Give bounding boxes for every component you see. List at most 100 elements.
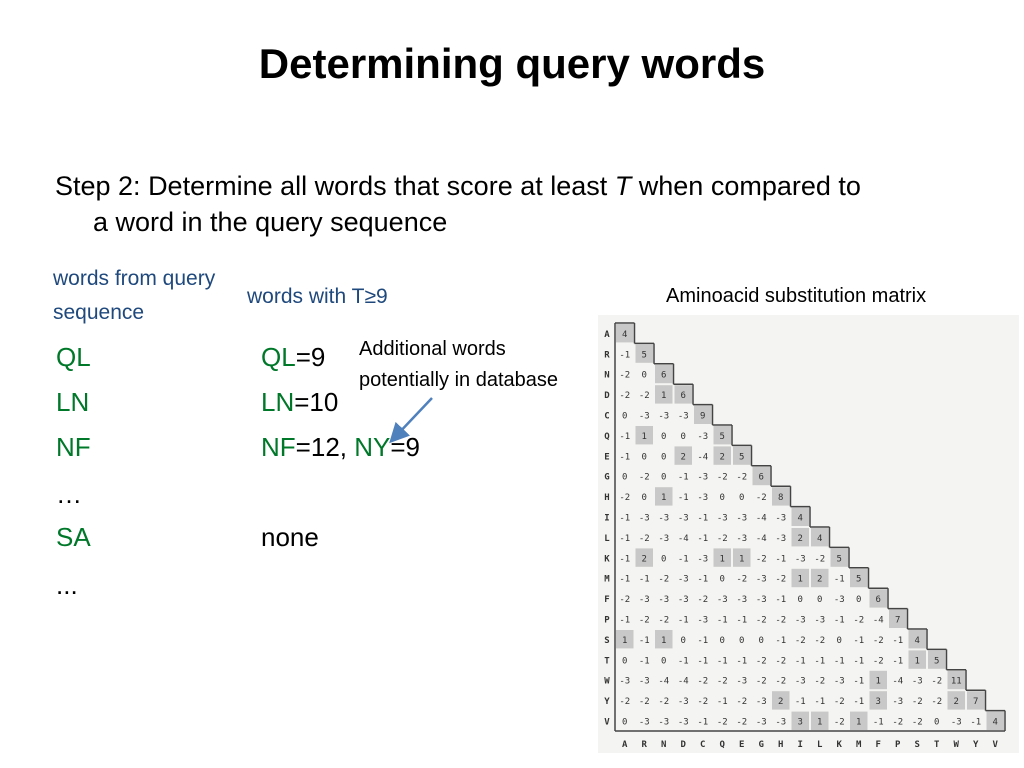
- matrix-cell-value: -2: [639, 615, 650, 625]
- matrix-cell-value: -1: [619, 432, 630, 442]
- matrix-cell-value: 3: [876, 697, 881, 707]
- matrix-cell-value: -1: [892, 656, 903, 666]
- matrix-positive-cell: [713, 446, 731, 465]
- matrix-row-label: K: [604, 554, 610, 564]
- matrix-positive-cell: [791, 711, 809, 730]
- matrix-cell-value: 0: [622, 656, 627, 666]
- matrix-col-label: K: [837, 740, 843, 750]
- matrix-cell-value: -2: [756, 615, 767, 625]
- matrix-cell-value: -3: [736, 513, 747, 523]
- matrix-cell-value: 5: [837, 554, 842, 564]
- matrix-positive-cell: [889, 609, 907, 628]
- matrix-cell-value: 4: [622, 330, 627, 340]
- matrix-positive-cell: [752, 466, 770, 486]
- matrix-positive-cell: [791, 507, 809, 526]
- matrix-cell-value: 0: [739, 636, 744, 646]
- matrix-positive-cell: [791, 568, 809, 588]
- matrix-cell-value: -2: [697, 677, 708, 687]
- matrix-row-label: E: [604, 452, 609, 462]
- matrix-cell-value: -1: [619, 350, 630, 360]
- matrix-cell-value: 0: [661, 432, 666, 442]
- matrix-row-label: I: [604, 513, 609, 523]
- matrix-cell-value: -1: [639, 656, 650, 666]
- matrix-cell-value: -4: [756, 513, 767, 523]
- matrix-cell-value: -3: [678, 513, 689, 523]
- matrix-cell-value: -2: [619, 697, 630, 707]
- matrix-cell-value: -2: [912, 697, 923, 707]
- matrix-cell-value: -3: [912, 677, 923, 687]
- matrix-cell-value: 6: [759, 473, 764, 483]
- matrix-cell-value: -2: [931, 677, 942, 687]
- matrix-cell-value: -1: [678, 473, 689, 483]
- matrix-row-label: Q: [604, 432, 610, 442]
- matrix-cell-value: -2: [619, 595, 630, 605]
- matrix-cell-value: -4: [697, 452, 708, 462]
- matrix-col-label: W: [954, 740, 960, 750]
- matrix-positive-cell: [674, 385, 692, 404]
- matrix-cell-value: 0: [720, 575, 725, 585]
- matrix-cell-value: -2: [756, 493, 767, 503]
- matrix-cell-value: -2: [717, 473, 728, 483]
- matched-word: NY: [354, 432, 391, 462]
- matrix-cell-value: -2: [756, 656, 767, 666]
- matrix-positive-cell: [947, 691, 965, 710]
- matrix-cell-value: -1: [619, 534, 630, 544]
- matrix-positive-cell: [830, 548, 848, 567]
- matrix-cell-value: -3: [795, 615, 806, 625]
- matrix-cell-value: -1: [639, 636, 650, 646]
- matrix-positive-cell: [635, 548, 653, 567]
- matrix-row-label: S: [604, 636, 609, 646]
- matrix-cell-value: 0: [739, 493, 744, 503]
- matrix-cell-value: -1: [834, 656, 845, 666]
- matrix-cell-value: 2: [798, 534, 803, 544]
- matrix-cell-value: -3: [697, 493, 708, 503]
- matrix-col-label: S: [915, 740, 920, 750]
- matrix-cell-value: 0: [681, 432, 686, 442]
- matrix-positive-cell: [655, 487, 673, 506]
- matrix-cell-value: -3: [834, 677, 845, 687]
- matrix-positive-cell: [811, 528, 829, 547]
- matrix-col-label: I: [798, 740, 803, 750]
- matrix-cell-value: -3: [717, 513, 728, 523]
- matrix-cell-value: -1: [678, 615, 689, 625]
- matrix-cell-value: 0: [642, 493, 647, 503]
- matrix-cell-value: -2: [639, 697, 650, 707]
- matrix-cell-value: -2: [892, 717, 903, 727]
- matrix-cell-value: -4: [678, 677, 689, 687]
- matrix-cell-value: 0: [642, 371, 647, 381]
- matrix-cell-value: 1: [661, 391, 666, 401]
- matrix-cell-value: -2: [639, 534, 650, 544]
- query-ellipsis: …: [56, 479, 82, 509]
- matrix-cell-value: -3: [697, 473, 708, 483]
- matrix-cell-value: -3: [678, 411, 689, 421]
- matrix-cell-value: 5: [739, 452, 744, 462]
- matrix-cell-value: 1: [661, 493, 666, 503]
- matrix-col-label: D: [681, 740, 687, 750]
- matrix-cell-value: 8: [778, 493, 783, 503]
- matrix-cell-value: -3: [775, 513, 786, 523]
- matrix-row-label: N: [604, 371, 609, 381]
- matrix-cell-value: -3: [892, 697, 903, 707]
- matrix-cell-value: -1: [697, 513, 708, 523]
- matrix-cell-value: 0: [720, 493, 725, 503]
- matrix-cell-value: -3: [619, 677, 630, 687]
- matrix-cell-value: -1: [717, 697, 728, 707]
- matched-word: NF: [261, 432, 296, 462]
- matrix-positive-cell: [772, 691, 790, 710]
- matrix-cell-value: -3: [736, 534, 747, 544]
- matrix-cell-value: -3: [834, 595, 845, 605]
- matrix-cell-value: 6: [876, 595, 881, 605]
- matrix-positive-cell: [655, 364, 673, 384]
- matrix-cell-value: 6: [681, 391, 686, 401]
- matrix-cell-value: -2: [912, 717, 923, 727]
- matrix-cell-value: -2: [931, 697, 942, 707]
- matrix-cell-value: -1: [814, 697, 825, 707]
- matrix-cell-value: -2: [736, 697, 747, 707]
- matrix-row-label: G: [604, 473, 609, 483]
- matrix-col-label: E: [739, 740, 744, 750]
- matrix-cell-value: -2: [658, 615, 669, 625]
- matched-word: QL: [261, 342, 296, 372]
- matrix-cell-value: -2: [756, 677, 767, 687]
- matrix-cell-value: -3: [775, 534, 786, 544]
